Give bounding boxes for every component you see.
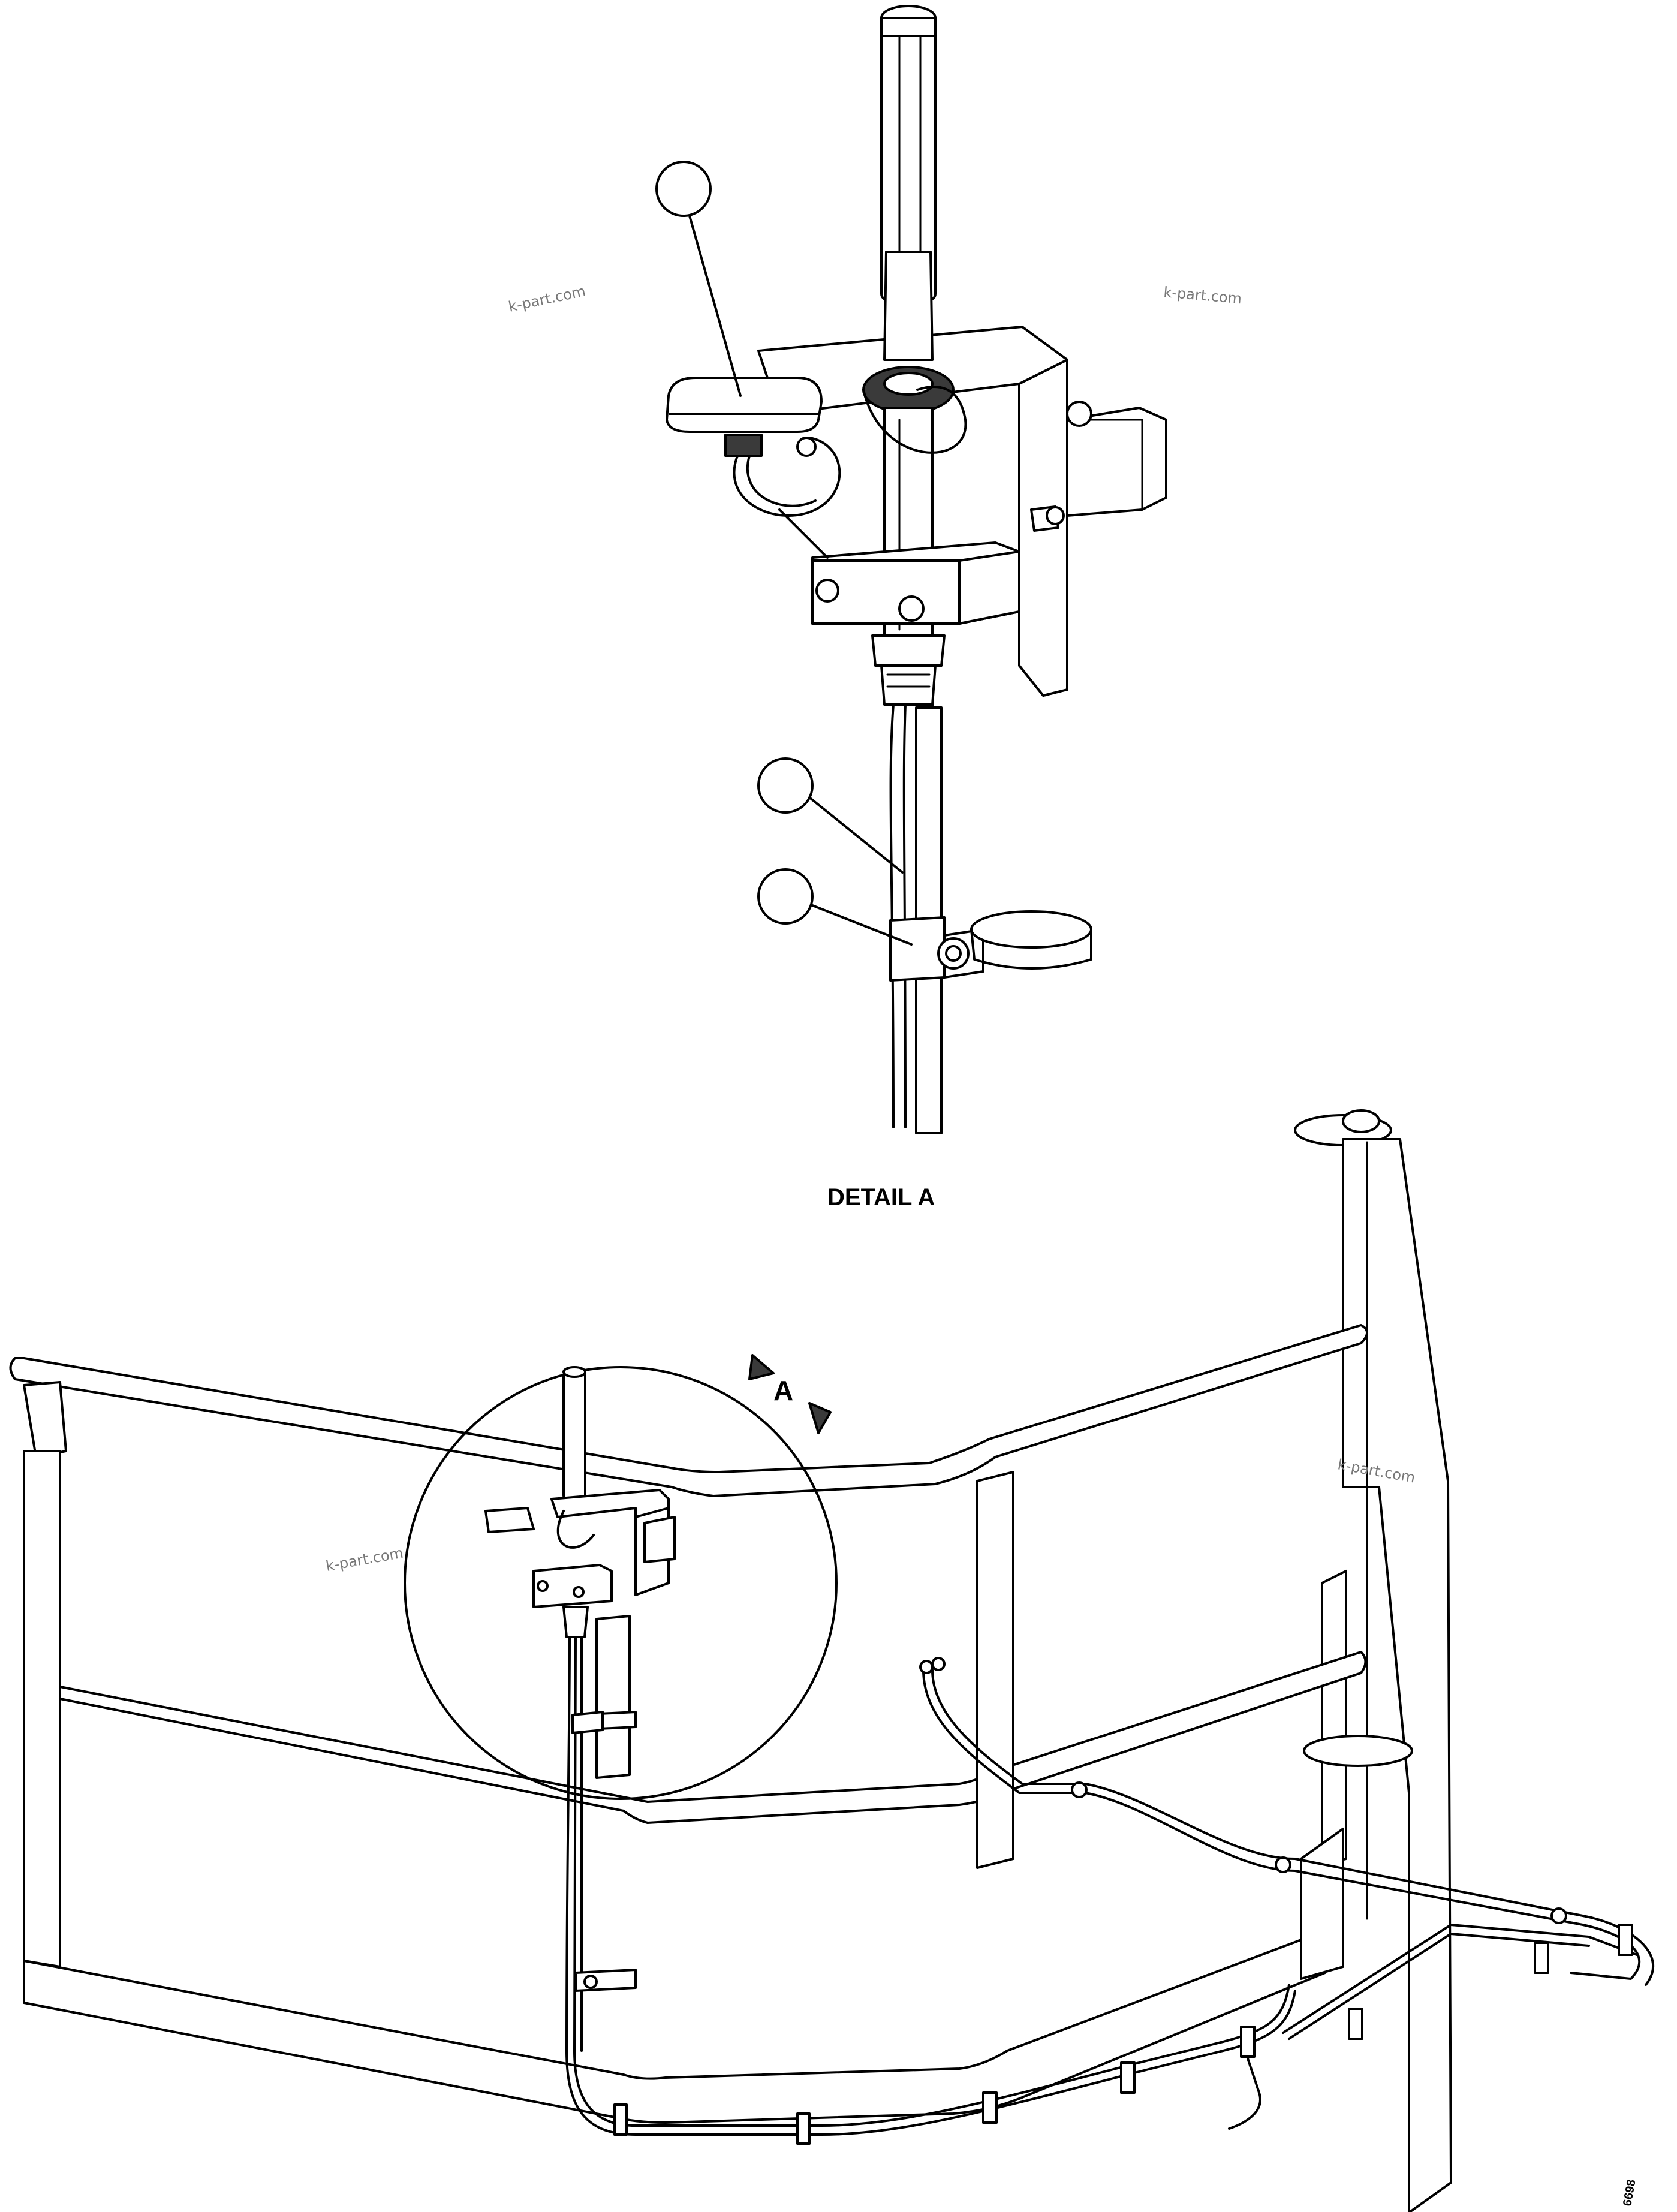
callout-balloon-1 (655, 161, 712, 217)
cable-clamp (889, 910, 1092, 982)
gps-receiver (666, 377, 823, 457)
gps-cable-loop (733, 386, 967, 559)
pole-clamp (811, 541, 1020, 625)
detail-circle-outline (404, 1366, 838, 1800)
callout-leader-1 (688, 215, 742, 397)
callout-balloon-3 (757, 868, 814, 925)
middle-post (976, 1471, 1014, 1869)
view-letter-label: A (773, 1375, 793, 1406)
watermark-1: k-part.com (507, 282, 587, 315)
antenna (862, 5, 955, 414)
right-post (1294, 1109, 1452, 2212)
cable-gland (871, 634, 946, 706)
detail-a-circle: A (404, 1354, 838, 1800)
harness-clamps (571, 1657, 1633, 2145)
callout-leader-3 (811, 904, 913, 946)
drawing-number: 6698 (1621, 2178, 1638, 2207)
left-post (23, 1450, 61, 1968)
callout-3 (757, 868, 913, 946)
detail-a-label: DETAIL A (827, 1184, 935, 1211)
detail-a-assembly: DETAIL A (655, 5, 1167, 1211)
callout-2 (757, 757, 904, 874)
base-kickplate (23, 1828, 1344, 2124)
callout-balloon-2 (757, 757, 814, 814)
main-view: A (9, 282, 1655, 2212)
watermark-2: k-part.com (1163, 284, 1242, 307)
top-handrail (9, 1324, 1368, 1497)
watermark-4: k-part.com (324, 1545, 405, 1575)
callout-leader-2 (808, 796, 904, 874)
mounting-bracket (757, 326, 1167, 697)
mini-antenna-assembly (484, 1366, 676, 1779)
callout-1 (655, 161, 742, 397)
view-arrow-right (808, 1402, 832, 1434)
view-arrow-top (748, 1354, 775, 1380)
middle-handrail (45, 1651, 1367, 1824)
